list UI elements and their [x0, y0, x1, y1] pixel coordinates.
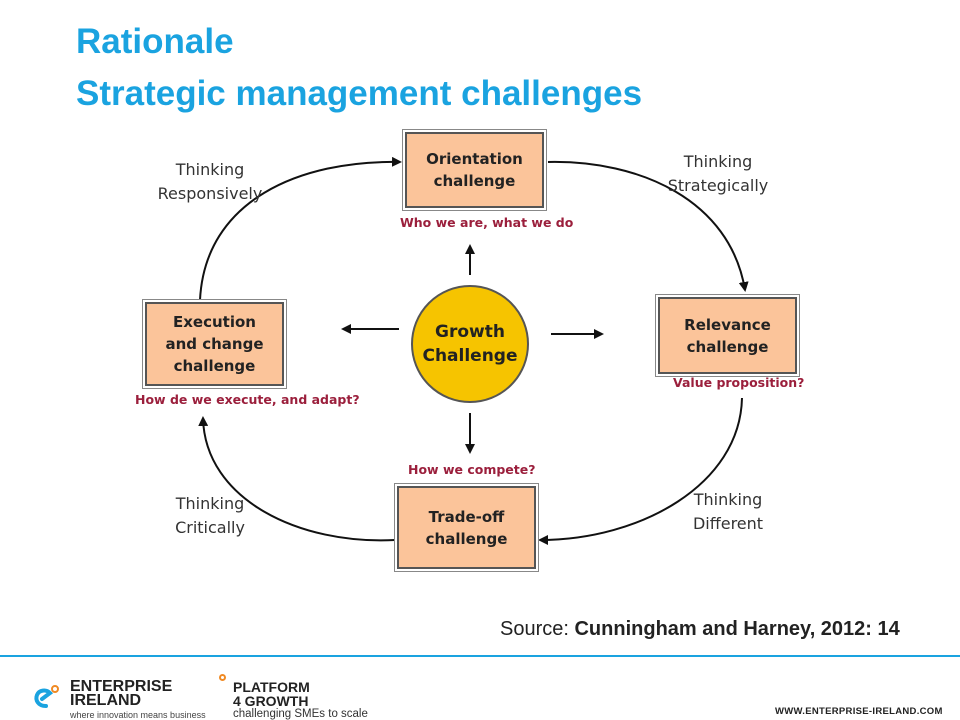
growth-challenge-circle: Growth Challenge [411, 285, 529, 403]
enterprise-ireland-mark-icon [34, 685, 59, 708]
platform-dot-icon [219, 674, 226, 681]
platform-4-growth-logo: PLATFORM 4 GROWTH challenging SMEs to sc… [215, 672, 415, 720]
slide-subtitle: Strategic management challenges [76, 74, 643, 113]
tradeoff-challenge-box: Trade-off challenge [397, 486, 536, 569]
enterprise-ireland-name: ENTERPRISE IRELAND [70, 678, 173, 709]
website-url: WWW.ENTERPRISE-IRELAND.COM [775, 706, 943, 717]
enterprise-ireland-logo: ENTERPRISE IRELAND where innovation mean… [30, 678, 210, 720]
platform-4-growth-tagline: challenging SMEs to scale [233, 708, 368, 720]
source-text: Cunningham and Harney, 2012: 14 [574, 618, 900, 640]
execution-challenge-box: Execution and change challenge [145, 302, 284, 386]
arc-tradeoff-to-execution [198, 416, 396, 542]
relevance-question: Value proposition? [673, 375, 805, 390]
slide-title: Rationale [76, 22, 234, 61]
orientation-question: Who we are, what we do [400, 215, 574, 230]
source-lead: Source: [500, 618, 575, 640]
arc-relevance-to-tradeoff [538, 397, 743, 545]
execution-question: How de we execute, and adapt? [135, 392, 360, 407]
footer-divider [0, 655, 960, 657]
thinking-responsively-label: Thinking Responsively [157, 160, 263, 203]
arc-execution-to-orientation [199, 156, 402, 301]
arc-orientation-to-relevance [547, 160, 749, 292]
tradeoff-question: How we compete? [408, 462, 536, 477]
source-citation: Source: Cunningham and Harney, 2012: 14 [500, 618, 900, 641]
enterprise-ireland-tagline: where innovation means business [70, 710, 206, 720]
orientation-challenge-box: Orientation challenge [405, 132, 544, 208]
thinking-critically-label: Thinking Critically [175, 494, 245, 537]
thinking-strategically-label: Thinking Strategically [667, 152, 769, 195]
relevance-challenge-box: Relevance challenge [658, 297, 797, 374]
thinking-different-label: Thinking Different [692, 490, 764, 533]
platform-4-growth-name: PLATFORM 4 GROWTH [233, 679, 310, 709]
